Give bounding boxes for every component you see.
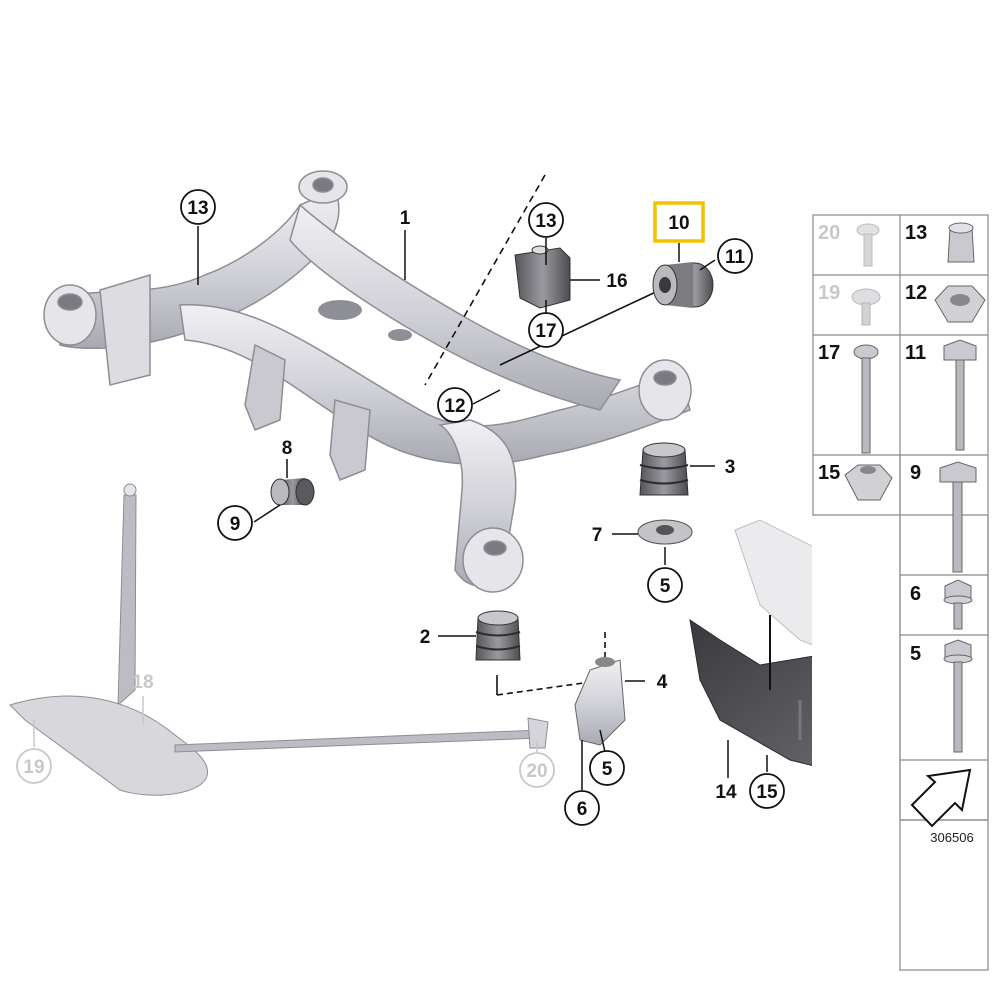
grid-bolt-19-icon	[851, 288, 881, 326]
svg-text:17: 17	[535, 321, 556, 342]
callout-leaders	[33, 226, 768, 790]
washer-part-7	[637, 519, 693, 545]
callout-11: 11	[717, 238, 753, 274]
callout-14: 14	[715, 782, 737, 803]
svg-text:14: 14	[715, 782, 737, 803]
grid-label-5: 5	[910, 643, 921, 665]
bushing-part-9	[270, 478, 315, 506]
svg-text:13: 13	[187, 198, 208, 219]
bracket-part-4	[574, 657, 626, 746]
grid-bolt-9-icon	[939, 461, 977, 573]
grid-label-6: 6	[910, 583, 921, 605]
grid-label-19: 19	[818, 282, 840, 304]
grid-label-9: 9	[910, 462, 921, 484]
grid-label-12: 12	[905, 282, 927, 304]
svg-text:11: 11	[725, 247, 746, 268]
callout-16: 16	[606, 271, 627, 292]
svg-text:19: 19	[818, 282, 840, 304]
svg-text:9: 9	[230, 514, 241, 535]
callout-17: 17	[528, 312, 564, 348]
grid-bolt-6-icon	[943, 579, 973, 630]
callout-8: 8	[282, 438, 293, 459]
svg-text:5: 5	[910, 643, 921, 665]
grid-bolt-20-icon	[856, 223, 880, 267]
svg-text:12: 12	[444, 396, 465, 417]
grid-nut-12-icon	[934, 285, 986, 323]
svg-text:2: 2	[420, 627, 431, 648]
svg-text:4: 4	[657, 672, 668, 693]
grid-bolt-5-icon	[943, 639, 973, 753]
grid-label-13: 13	[905, 222, 927, 244]
direction-arrow-icon	[910, 768, 972, 828]
callout-1: 1	[400, 208, 411, 229]
callout-9: 9	[217, 505, 253, 541]
rubber-mount-part-2	[475, 610, 521, 661]
callout-2: 2	[420, 627, 431, 648]
svg-text:13: 13	[905, 222, 927, 244]
grid-label-11: 11	[905, 342, 926, 364]
svg-text:1: 1	[400, 208, 411, 229]
svg-text:15: 15	[818, 462, 840, 484]
rubber-stop-part-16	[514, 245, 571, 309]
callout-18-faded: 18	[132, 672, 153, 693]
svg-text:20: 20	[526, 761, 547, 782]
grid-nut-13-icon	[947, 222, 975, 263]
callout-5-upper: 5	[647, 567, 683, 603]
svg-text:8: 8	[282, 438, 293, 459]
svg-text:9: 9	[910, 462, 921, 484]
grid-label-15: 15	[818, 462, 840, 484]
grid-blank-area	[812, 516, 899, 976]
svg-text:3: 3	[725, 457, 736, 478]
callout-12: 12	[437, 387, 473, 423]
callout-6: 6	[564, 790, 600, 826]
callout-13-frame: 13	[180, 189, 216, 225]
svg-text:7: 7	[592, 525, 603, 546]
diagram-reference-number: 306506	[930, 830, 973, 845]
rubber-mount-part-3	[639, 442, 689, 496]
callout-15: 15	[749, 773, 785, 809]
callout-20-faded: 20	[519, 752, 555, 788]
grid-label-20: 20	[818, 222, 840, 244]
svg-text:306506: 306506	[930, 830, 973, 845]
callout-13-detail: 13	[528, 202, 564, 238]
svg-text:10: 10	[668, 213, 689, 234]
svg-text:15: 15	[756, 782, 778, 803]
grid-label-17: 17	[818, 342, 840, 364]
callout-7: 7	[592, 525, 603, 546]
callout-5-lower: 5	[589, 750, 625, 786]
svg-text:16: 16	[606, 271, 627, 292]
grid-bolt-17-icon	[853, 344, 879, 454]
callout-10-highlighted: 10	[653, 201, 705, 243]
svg-text:6: 6	[577, 799, 588, 820]
svg-text:12: 12	[905, 282, 927, 304]
svg-text:6: 6	[910, 583, 921, 605]
svg-text:19: 19	[23, 757, 44, 778]
svg-text:20: 20	[818, 222, 840, 244]
callout-19-faded: 19	[16, 748, 52, 784]
svg-text:18: 18	[132, 672, 153, 693]
cross-brace-part-18	[9, 483, 549, 796]
callout-4: 4	[657, 672, 668, 693]
grid-nut-15-icon	[844, 464, 893, 501]
svg-text:13: 13	[535, 211, 556, 232]
svg-text:11: 11	[905, 342, 926, 364]
svg-text:5: 5	[602, 759, 613, 780]
bushing-part-10	[652, 262, 714, 308]
callout-3: 3	[725, 457, 736, 478]
svg-text:5: 5	[660, 576, 671, 597]
svg-text:17: 17	[818, 342, 840, 364]
rear-subframe	[43, 170, 692, 593]
grid-bolt-11-icon	[943, 339, 977, 451]
